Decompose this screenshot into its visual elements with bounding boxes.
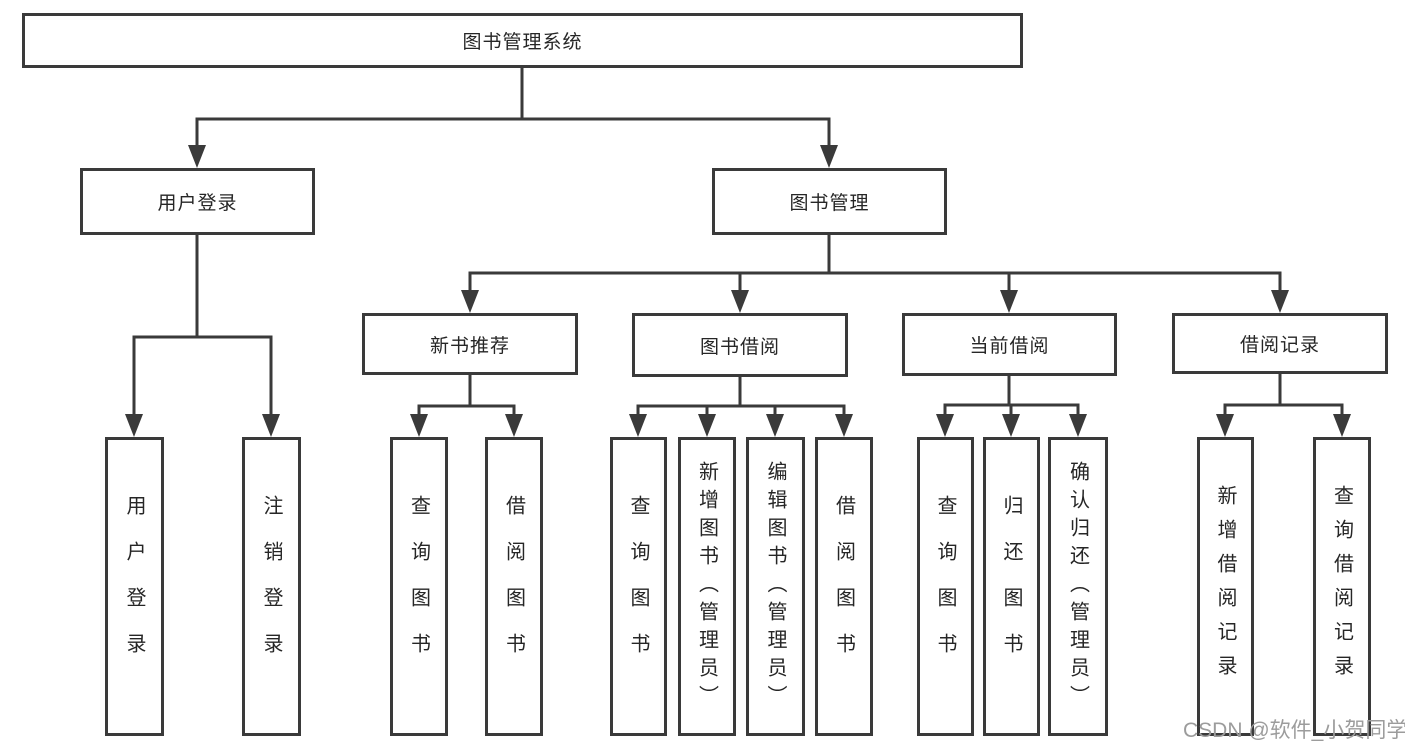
leaf-edit-books-admin: 编辑图书（管理员）	[746, 437, 805, 736]
leaf-confirm-return-admin: 确认归还（管理员）	[1048, 437, 1108, 736]
leaf-borrow-books: 借阅图书	[815, 437, 873, 736]
node-book-borrow: 图书借阅	[632, 313, 848, 377]
connector-lines	[132, 68, 1344, 419]
node-current-borrow: 当前借阅	[902, 313, 1117, 376]
node-user-login: 用户登录	[80, 168, 315, 235]
leaf-query-books-current: 查询图书	[917, 437, 974, 736]
leaf-borrow-books-recommend: 借阅图书	[485, 437, 543, 736]
leaf-query-books-recommend: 查询图书	[390, 437, 448, 736]
leaf-user-login: 用户登录	[105, 437, 164, 736]
node-new-book-recommend: 新书推荐	[362, 313, 578, 375]
leaf-logout: 注销登录	[242, 437, 301, 736]
node-library-system: 图书管理系统	[22, 13, 1023, 68]
leaf-add-borrow-record: 新增借阅记录	[1197, 437, 1254, 736]
leaf-add-books-admin: 新增图书（管理员）	[678, 437, 736, 736]
leaf-query-books-borrow: 查询图书	[610, 437, 667, 736]
leaf-return-books: 归还图书	[983, 437, 1040, 736]
node-book-management: 图书管理	[712, 168, 947, 235]
watermark: CSDN @软件_小贺同学	[1183, 719, 1405, 742]
node-borrow-records: 借阅记录	[1172, 313, 1388, 374]
leaf-query-borrow-record: 查询借阅记录	[1313, 437, 1371, 736]
arrowheads	[125, 145, 1351, 437]
